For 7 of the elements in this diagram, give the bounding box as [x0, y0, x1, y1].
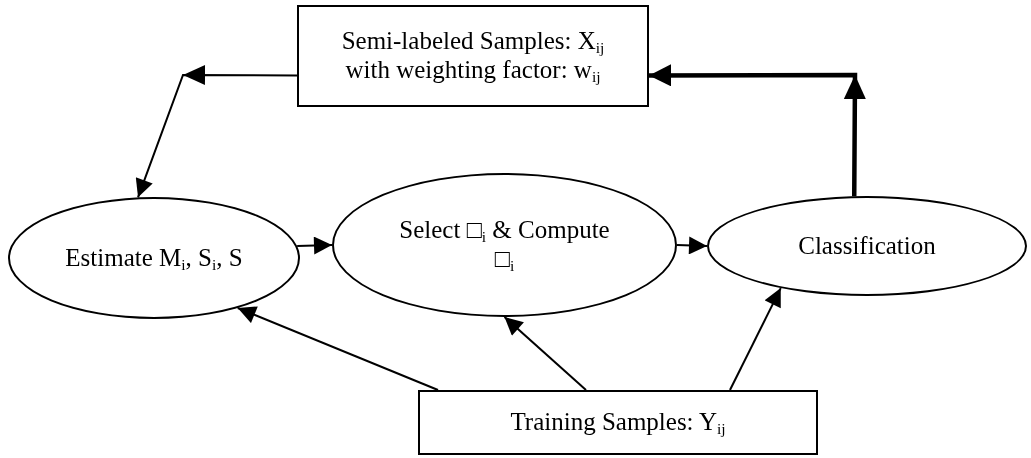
process-box — [418, 390, 818, 455]
node-label: Semi-labeled Samples: X$_{ij}$ with weighting factor: w$_{ij}$ — [340, 27, 606, 85]
node-label: Training Samples: Y$_{ij}$ — [510, 408, 726, 437]
node-label: Select □$_{i}$ & Compute □$_{i}$ — [398, 216, 611, 274]
process-box — [297, 5, 649, 107]
node-label: Estimate M$_{i}$, S$_{i}$, S — [65, 243, 243, 273]
node-label: Classification — [798, 231, 936, 261]
